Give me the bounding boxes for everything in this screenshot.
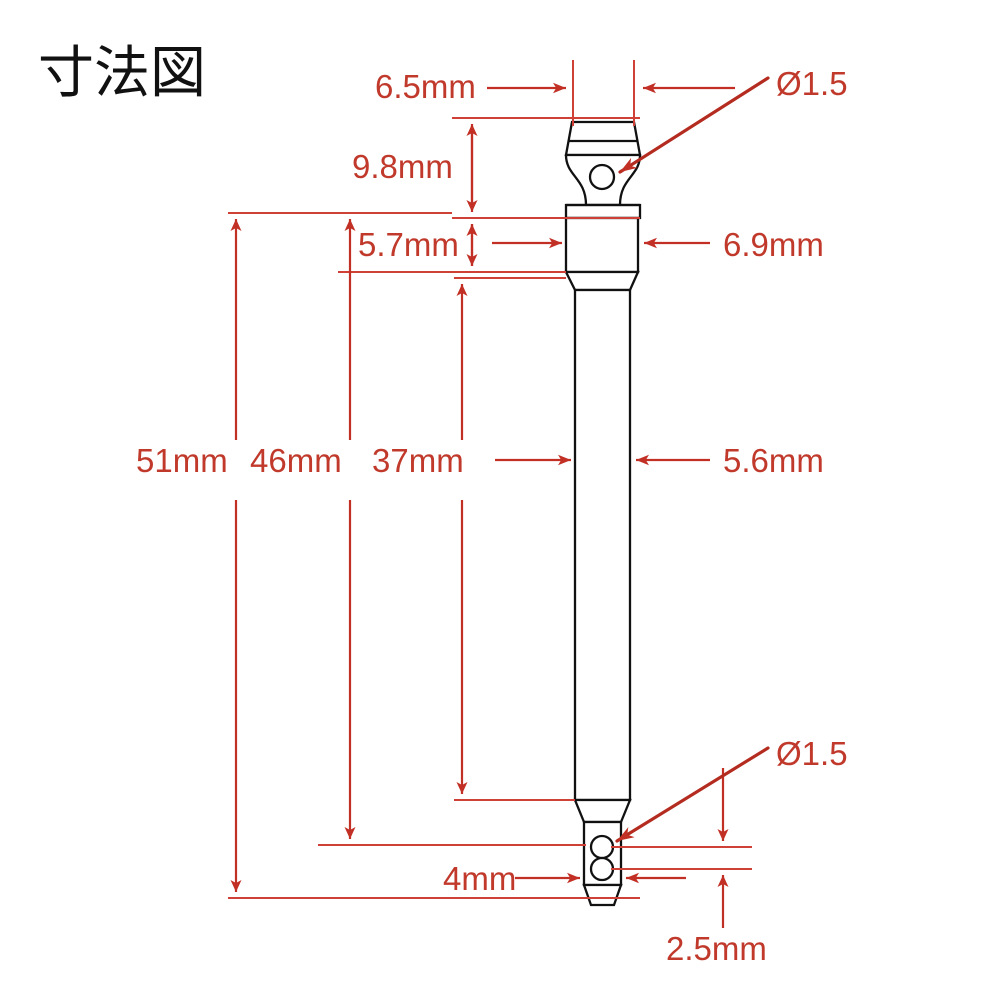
top-flange-shape (564, 120, 642, 157)
dimension-collar-height: 5.7mm (338, 224, 566, 273)
tip-cross-hole-lower (589, 856, 615, 882)
dimension-shaft-length: 37mm (372, 277, 575, 801)
part-geometry (564, 120, 642, 907)
dimension-label-head-hole-dia: Ø1.5 (776, 65, 848, 102)
lower-flange-shape (564, 203, 642, 220)
dimension-label-37mm: 37mm (372, 442, 464, 479)
dimension-head-height: 9.8mm (352, 117, 640, 219)
dimension-label-6p9mm: 6.9mm (723, 226, 824, 263)
dimension-length-46: 46mm (250, 212, 586, 846)
dimension-label-5p6mm: 5.6mm (723, 442, 824, 479)
collar-to-shaft-taper (564, 270, 640, 292)
leader-tip-hole-diameter: Ø1.5 (615, 735, 848, 843)
dimension-label-5p7mm: 5.7mm (358, 226, 459, 263)
dimension-label-2p5mm: 2.5mm (666, 930, 767, 967)
dimension-head-top-width: 6.5mm (375, 60, 735, 126)
tip-shoulder-taper (573, 798, 632, 824)
tip-chamfer-shape (582, 883, 623, 907)
head-cross-hole (588, 163, 616, 191)
leader-line-tip-hole (615, 746, 770, 843)
dimension-label-4mm: 4mm (443, 860, 516, 897)
dimension-total-length: 51mm (136, 212, 640, 899)
main-shaft-shape (573, 288, 632, 802)
tip-cross-hole-upper (589, 834, 615, 860)
dimension-label-9p8mm: 9.8mm (352, 148, 453, 185)
dimension-label-46mm: 46mm (250, 442, 342, 479)
dimension-hole-spacing: 2.5mm (611, 768, 767, 967)
dimension-tip-width: 4mm (318, 844, 686, 897)
dimension-shaft-diameter: 5.6mm (495, 442, 824, 479)
page-title: 寸法図 (38, 41, 206, 106)
dimension-label-51mm: 51mm (136, 442, 228, 479)
dimension-label-6p5mm: 6.5mm (375, 68, 476, 105)
collar-shape (564, 216, 640, 274)
leader-head-hole-diameter: Ø1.5 (618, 65, 848, 174)
leader-line-head-hole (618, 76, 770, 174)
dimension-label-tip-hole-dia: Ø1.5 (776, 735, 848, 772)
dimension-collar-width: 6.9mm (492, 226, 824, 263)
